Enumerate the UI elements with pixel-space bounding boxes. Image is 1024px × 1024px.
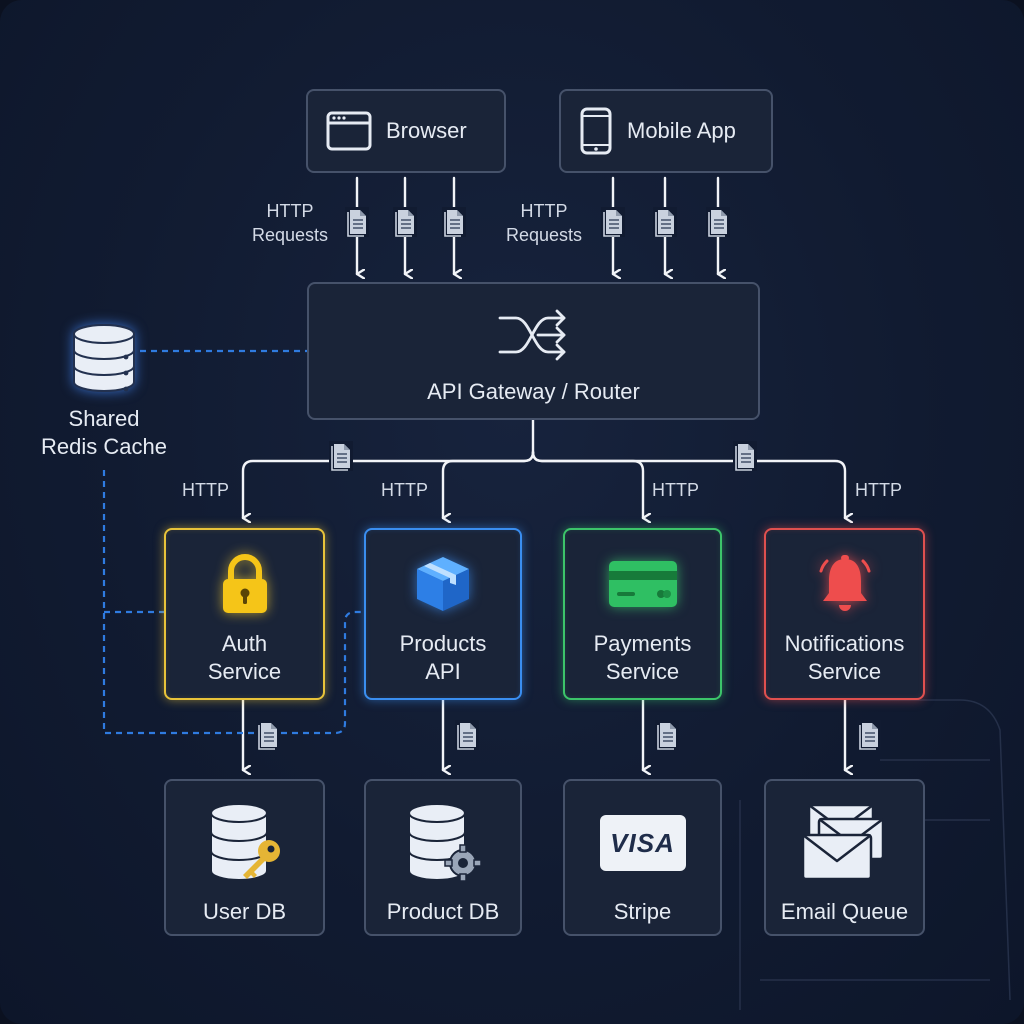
notifications-service-label: Notifications Service xyxy=(785,630,905,686)
envelopes-icon xyxy=(795,801,895,885)
api-gateway-label: API Gateway / Router xyxy=(427,379,640,404)
database-key-icon xyxy=(203,801,287,885)
auth-service-label: Auth Service xyxy=(208,630,281,686)
auth-service-box[interactable]: Auth Service xyxy=(164,528,325,700)
products-api-label-line2: API xyxy=(425,659,461,684)
browser-client-box[interactable]: Browser xyxy=(306,89,506,173)
browser-http-requests-label: HTTP Requests xyxy=(240,199,340,247)
http-label-products: HTTP xyxy=(381,480,428,500)
payments-service-box[interactable]: Payments Service xyxy=(563,528,722,700)
auth-service-label-line1: Auth xyxy=(221,631,268,656)
email-queue-box[interactable]: Email Queue xyxy=(764,779,925,936)
document-icon xyxy=(442,207,466,237)
redis-cache-label: Shared Redis Cache xyxy=(24,405,184,461)
notifications-service-label-line2: Service xyxy=(807,659,882,684)
shuffle-router-icon xyxy=(496,304,572,371)
bell-icon xyxy=(813,552,877,616)
document-icon xyxy=(655,720,679,750)
gateway-trunk xyxy=(241,418,535,518)
browser-requests-text: HTTP Requests xyxy=(251,201,329,245)
visa-card-text: VISA xyxy=(610,827,675,858)
gateway-to-notifications xyxy=(531,450,845,518)
document-icon xyxy=(653,207,677,237)
browser-window-icon xyxy=(326,111,372,151)
payments-service-label-line1: Payments xyxy=(593,631,692,656)
product-db-label: Product DB xyxy=(386,899,500,924)
auth-service-label-line2: Service xyxy=(207,659,282,684)
document-icon xyxy=(857,720,881,750)
http-label-notifications: HTTP xyxy=(855,480,902,500)
products-api-label-line1: Products xyxy=(399,631,487,656)
notifications-service-label-line1: Notifications xyxy=(784,631,905,656)
database-icon xyxy=(73,324,135,392)
user-db-label: User DB xyxy=(202,899,287,924)
http-label-payments: HTTP xyxy=(652,480,699,500)
gateway-to-products xyxy=(441,450,535,518)
cache-to-services-link xyxy=(102,470,364,735)
document-icon xyxy=(329,441,353,471)
package-box-icon xyxy=(411,552,475,616)
stripe-label: Stripe xyxy=(613,899,672,924)
redis-cache-label-line1: Shared xyxy=(68,406,140,431)
mobile-requests-text: HTTP Requests xyxy=(505,201,583,245)
product-db-box[interactable]: Product DB xyxy=(364,779,522,936)
mobile-app-client-box[interactable]: Mobile App xyxy=(559,89,773,173)
document-icon xyxy=(393,207,417,237)
products-api-box[interactable]: Products API xyxy=(364,528,522,700)
document-icon xyxy=(256,720,280,750)
payments-service-label-line2: Service xyxy=(605,659,680,684)
padlock-icon xyxy=(217,552,273,616)
http-label-auth: HTTP xyxy=(182,480,229,500)
redis-cache-label-line2: Redis Cache xyxy=(41,434,167,459)
user-db-box[interactable]: User DB xyxy=(164,779,325,936)
visa-card: VISA xyxy=(599,815,686,871)
mobile-http-requests-label: HTTP Requests xyxy=(494,199,594,247)
document-icon xyxy=(345,207,369,237)
document-icon xyxy=(706,207,730,237)
document-icon xyxy=(601,207,625,237)
mobile-phone-icon xyxy=(579,107,613,155)
visa-card-icon: VISA xyxy=(599,801,686,885)
payments-service-label: Payments Service xyxy=(594,630,692,686)
credit-card-icon xyxy=(607,552,679,616)
mobile-app-label: Mobile App xyxy=(627,118,736,143)
background-decoration xyxy=(739,699,1011,1010)
browser-label: Browser xyxy=(386,118,467,143)
redis-cache-node[interactable] xyxy=(62,320,146,400)
api-gateway-box[interactable]: API Gateway / Router xyxy=(307,282,760,420)
database-gear-icon xyxy=(401,801,485,885)
document-icon xyxy=(733,441,757,471)
notifications-service-box[interactable]: Notifications Service xyxy=(764,528,925,700)
document-icon xyxy=(455,720,479,750)
products-api-label: Products API xyxy=(400,630,487,686)
email-queue-label: Email Queue xyxy=(780,899,909,924)
stripe-box[interactable]: VISA Stripe xyxy=(563,779,722,936)
